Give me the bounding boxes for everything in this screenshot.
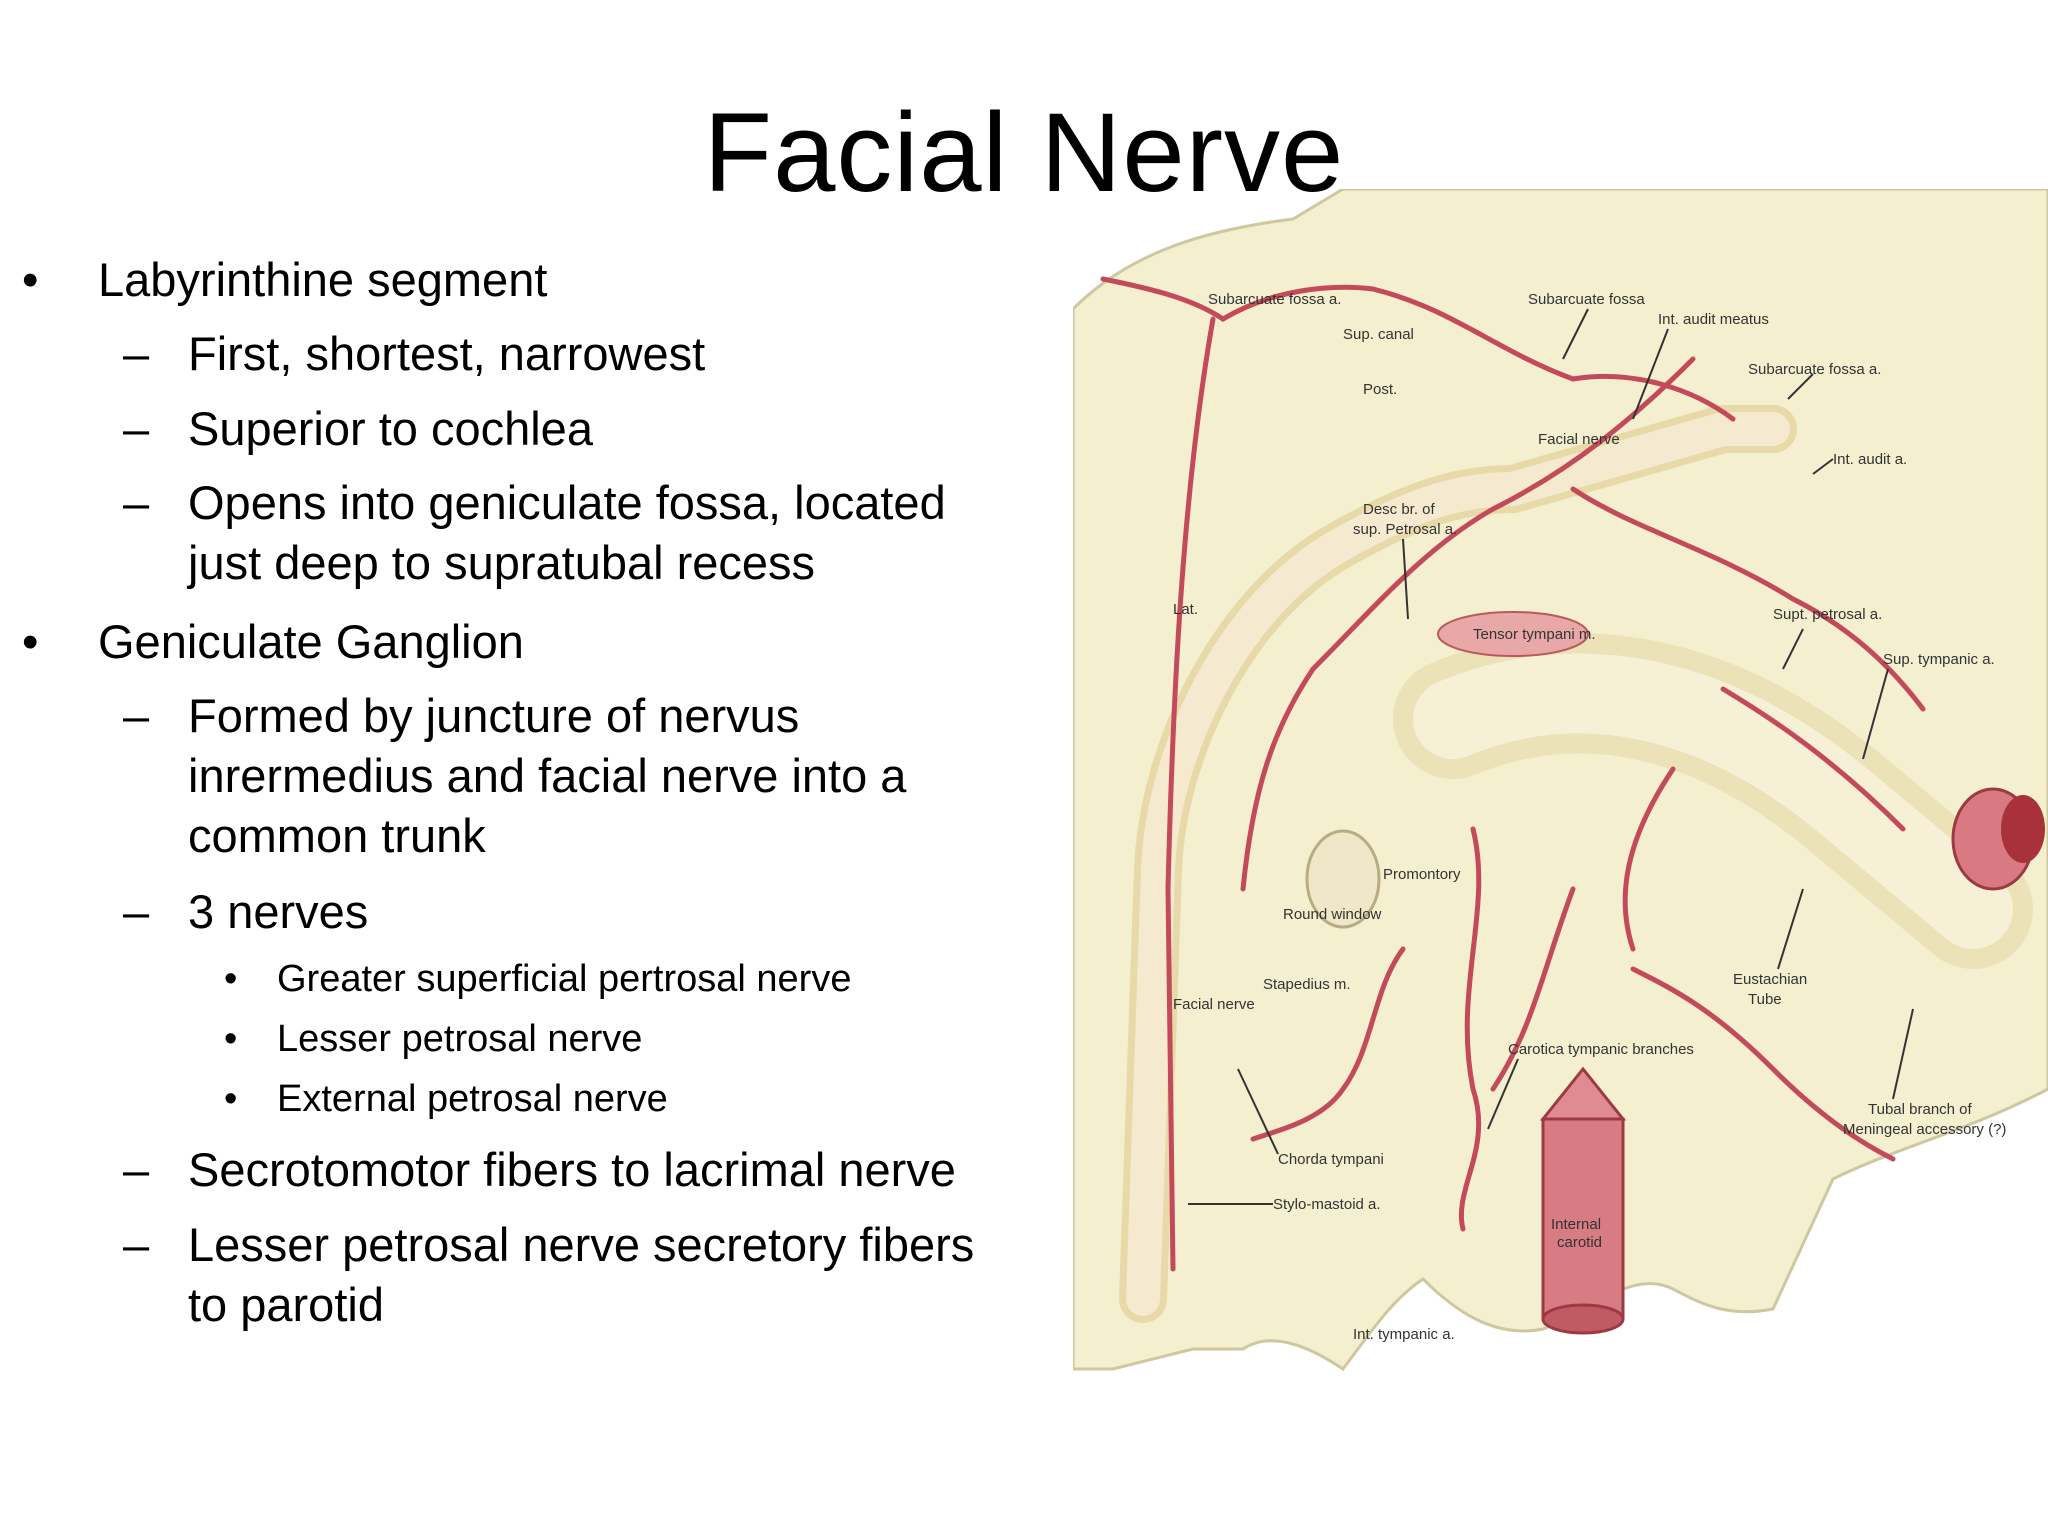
bullet-labyrinthine-segment: Labyrinthine segment: [98, 253, 548, 306]
label-sup-tympanic: Sup. tympanic a.: [1883, 651, 1995, 668]
sub-bullet-parotid-line1: Lesser petrosal nerve secretory fibers: [188, 1218, 975, 1271]
temporal-bone-shape: [1073, 189, 2048, 1372]
slide-title: Facial Nerve: [703, 90, 1345, 215]
dash-marker: –: [123, 689, 150, 742]
sub-sub-bullet-greater-superficial: Greater superficial pertrosal nerve: [277, 958, 852, 1000]
carotid-cylinder-right: [1951, 787, 2045, 891]
label-tubal-2: Meningeal accessory (?): [1843, 1121, 2006, 1138]
label-facial-nerve-left: Facial nerve: [1173, 996, 1255, 1013]
label-facial-nerve-top: Facial nerve: [1538, 431, 1620, 448]
label-carotica: Carotica tympanic branches: [1508, 1041, 1694, 1058]
arteries: [1100, 276, 1926, 1272]
label-int-audit-a: Int. audit a.: [1833, 451, 1907, 468]
label-supt-petrosal: Supt. petrosal a.: [1773, 606, 1882, 623]
sub-bullet-three-nerves: 3 nerves: [188, 885, 369, 938]
label-carotid: carotid: [1557, 1234, 1602, 1251]
bullet-marker: •: [224, 958, 238, 1000]
sub-bullet-parotid-line2: to parotid: [188, 1278, 384, 1331]
tensor-tympani-muscle: [1437, 611, 1589, 657]
label-subarcuate-fossa: Subarcuate fossa: [1528, 291, 1645, 308]
promontory: [1305, 829, 1381, 929]
anatomy-illustration: Subarcuate fossa a. Sup. canal Post. Sub…: [1073, 189, 2048, 1372]
sub-bullet-superior-cochlea: Superior to cochlea: [188, 402, 593, 455]
label-int-audit-meatus: Int. audit meatus: [1658, 311, 1769, 328]
label-stapedius: Stapedius m.: [1263, 976, 1351, 993]
label-stylo: Stylo-mastoid a.: [1273, 1196, 1381, 1213]
label-subarcuate-fossa-a-right: Subarcuate fossa a.: [1748, 361, 1881, 378]
bullet-marker: •: [22, 615, 39, 668]
sub-bullet-secrotomotor: Secrotomotor fibers to lacrimal nerve: [188, 1143, 956, 1196]
label-desc-br-1: Desc br. of: [1363, 501, 1436, 518]
label-subarcuate-fossa-a: Subarcuate fossa a.: [1208, 291, 1341, 308]
internal-carotid: [1539, 1066, 1627, 1335]
sub-bullet-geniculate-fossa-line1: Opens into geniculate fossa, located: [188, 476, 946, 529]
bullet-marker: •: [224, 1018, 238, 1060]
dash-marker: –: [123, 1143, 150, 1196]
leader-lines: [1188, 308, 1914, 1205]
label-sup-canal: Sup. canal: [1343, 326, 1414, 343]
label-desc-br-2: sup. Petrosal a.: [1353, 521, 1457, 538]
sub-bullet-juncture-line1: Formed by juncture of nervus: [188, 689, 800, 742]
dash-marker: –: [123, 476, 150, 529]
dash-marker: –: [123, 885, 150, 938]
sub-bullet-first-shortest: First, shortest, narrowest: [188, 327, 706, 380]
dash-marker: –: [123, 327, 150, 380]
dash-marker: –: [123, 1218, 150, 1271]
label-round-window: Round window: [1283, 906, 1382, 923]
bullet-geniculate-ganglion: Geniculate Ganglion: [98, 615, 524, 668]
label-chorda: Chorda tympani: [1278, 1151, 1384, 1168]
label-eustachian-1: Eustachian: [1733, 971, 1807, 988]
bullet-marker: •: [224, 1078, 238, 1120]
label-post: Post.: [1363, 381, 1397, 398]
label-int-tympanic: Int. tympanic a.: [1353, 1326, 1455, 1343]
label-tubal-1: Tubal branch of: [1868, 1101, 1973, 1118]
bullet-marker: •: [22, 253, 39, 306]
label-eustachian-2: Tube: [1748, 991, 1782, 1008]
sub-bullet-geniculate-fossa-line2: just deep to supratubal recess: [188, 536, 816, 589]
label-promontory: Promontory: [1383, 866, 1461, 883]
sub-bullet-juncture-line2: inrermedius and facial nerve into a: [188, 749, 907, 802]
label-lat: Lat.: [1173, 601, 1198, 618]
sub-sub-bullet-lesser-petrosal: Lesser petrosal nerve: [277, 1018, 643, 1060]
label-internal: Internal: [1551, 1216, 1601, 1233]
sub-bullet-juncture-line3: common trunk: [188, 809, 486, 862]
sub-sub-bullet-external-petrosal: External petrosal nerve: [277, 1078, 668, 1120]
dash-marker: –: [123, 402, 150, 455]
label-tensor-tympani: Tensor tympani m.: [1473, 626, 1596, 643]
